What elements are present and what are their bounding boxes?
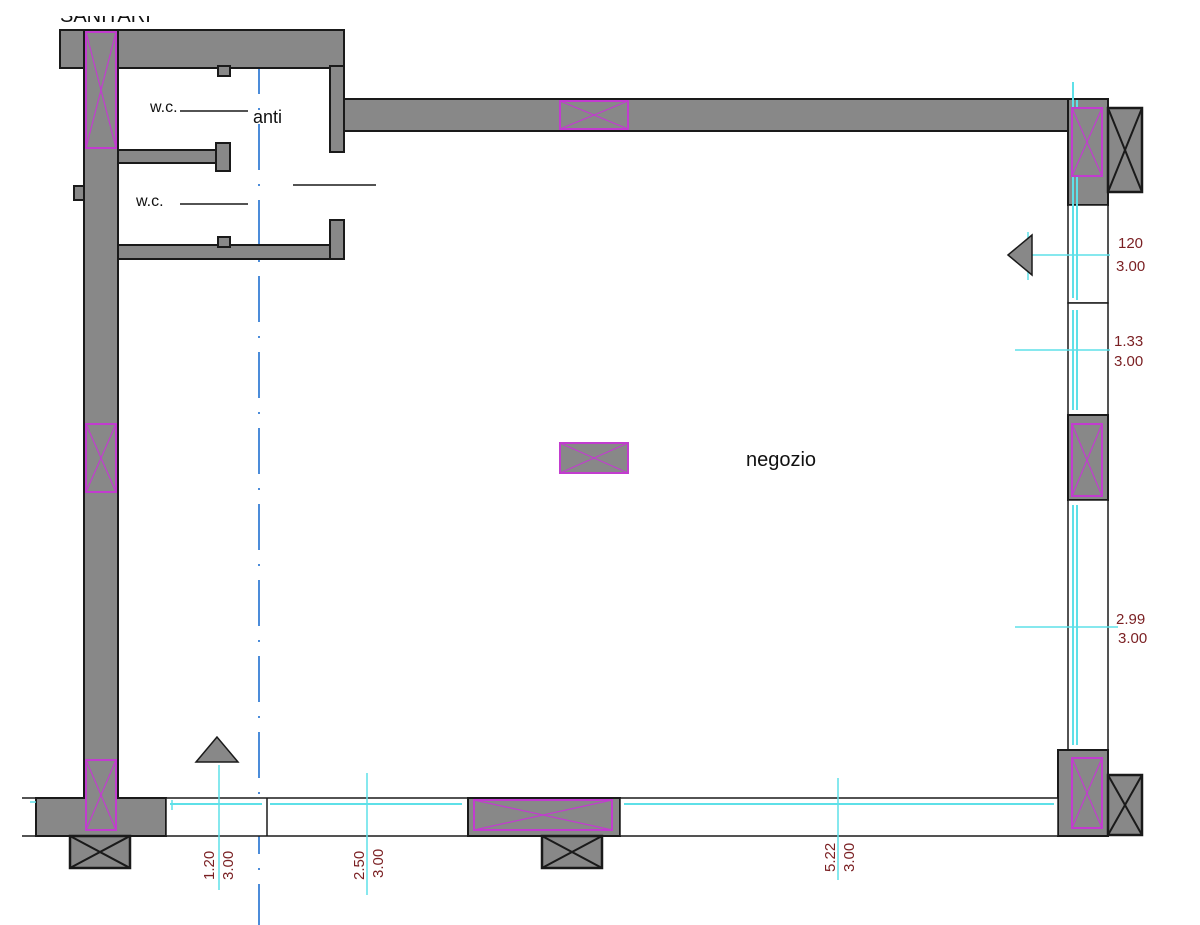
dimension-width: 2.50	[351, 851, 368, 880]
top-wall	[343, 98, 1077, 132]
dimension-height: 3.00	[370, 849, 387, 878]
dimension-height: 3.00	[1118, 630, 1147, 647]
column	[85, 31, 117, 149]
leader-lines	[180, 110, 376, 205]
column	[473, 799, 613, 831]
dimension-height: 3.00	[220, 851, 237, 880]
dimension-height: 3.00	[1116, 258, 1145, 275]
dimension-width: 5.22	[822, 843, 839, 872]
room-label-wc-top: w.c.	[149, 99, 178, 116]
column	[85, 759, 117, 831]
dimension-width: 1.33	[1114, 333, 1143, 350]
room-label-negozio: negozio	[746, 449, 816, 471]
pillar	[540, 834, 604, 870]
bottom-glazing	[30, 765, 1054, 895]
column	[1071, 107, 1103, 177]
column	[85, 423, 117, 493]
column	[559, 100, 629, 130]
structural-columns	[85, 31, 1103, 831]
room-label-wc-bottom: w.c.	[135, 193, 164, 210]
cut-header-label: SANITARI	[50, 0, 230, 27]
section-arrow-up-icon	[194, 735, 240, 763]
dimension-width: 120	[1118, 235, 1143, 252]
column	[559, 442, 629, 474]
dimension-height: 3.00	[841, 843, 858, 872]
pillar	[68, 834, 132, 870]
pillar	[1106, 773, 1144, 837]
pillar	[1106, 106, 1144, 194]
dimension-width: 1.20	[201, 851, 218, 880]
dimension-height: 3.00	[1114, 353, 1143, 370]
room-label-anti: anti	[253, 107, 282, 127]
column	[1071, 423, 1103, 497]
section-arrow-left-icon	[1006, 233, 1033, 277]
external-pillars	[68, 106, 1144, 870]
dimension-width: 2.99	[1116, 611, 1145, 628]
column	[1071, 757, 1103, 829]
